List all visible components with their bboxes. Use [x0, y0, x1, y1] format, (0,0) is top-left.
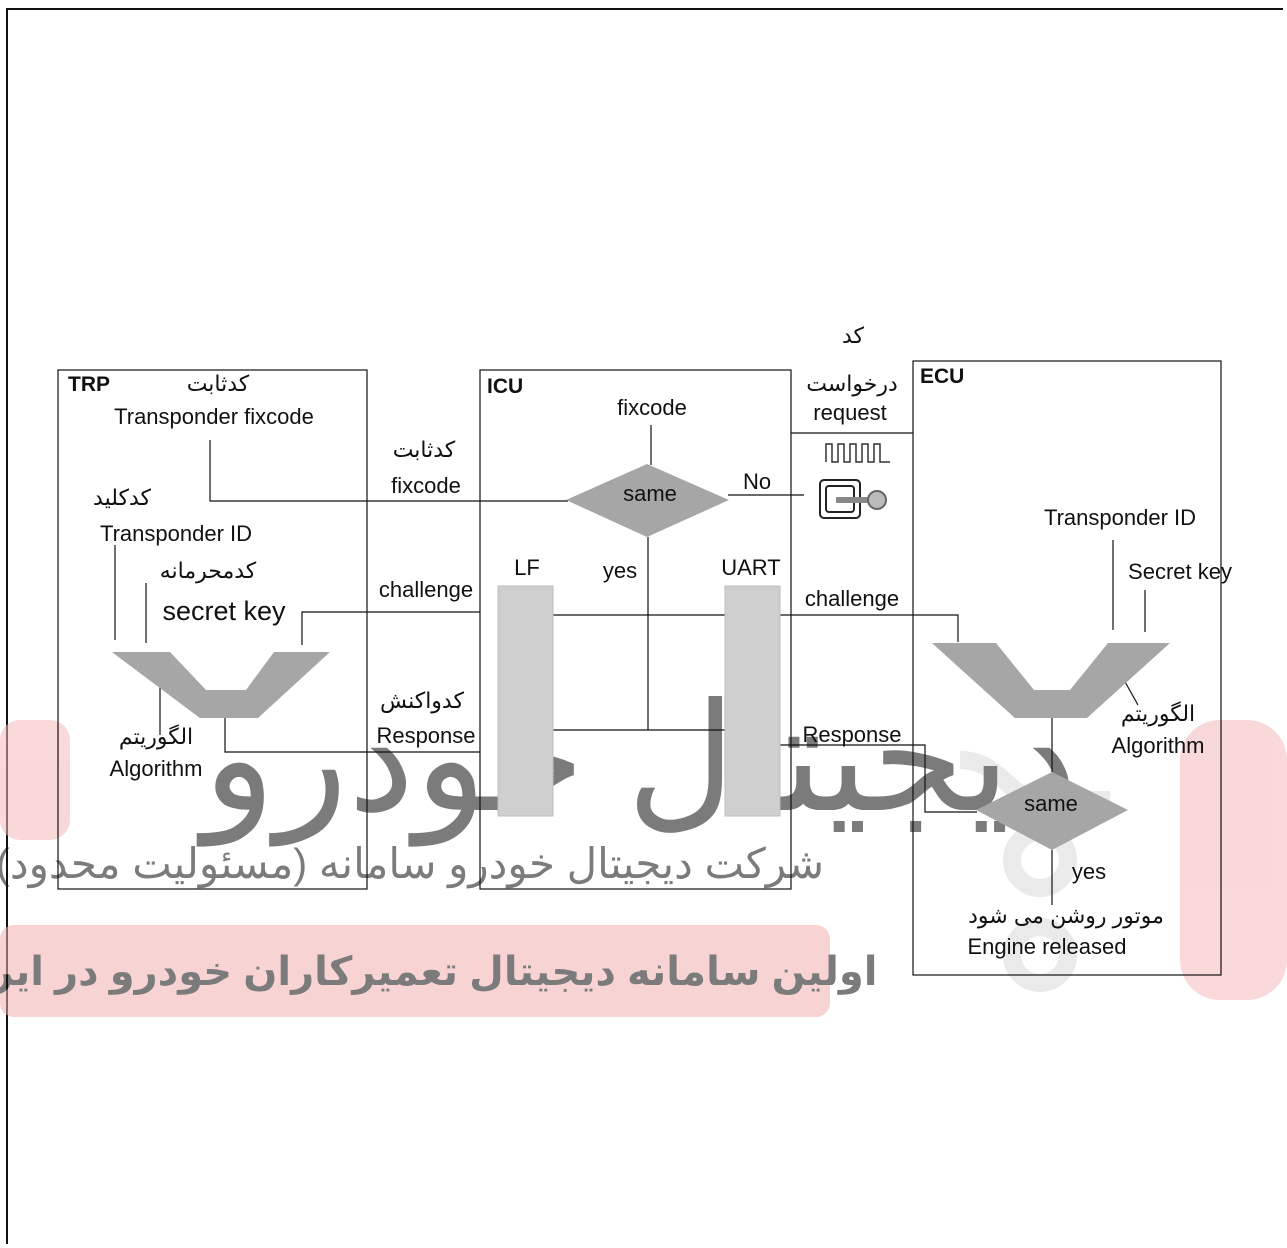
diagram-frame	[6, 8, 1283, 1244]
lf-bar	[497, 585, 554, 817]
link-challenge-left: challenge	[379, 577, 473, 602]
watermark-brand: دیجیتال خودرو	[196, 674, 1077, 847]
trp-secret-fa: کدمحرمانه	[160, 558, 257, 583]
connection-lines	[114, 425, 1146, 905]
trp-algorithm-fa: الگوریتم	[119, 724, 193, 750]
ecu-engine-en: Engine released	[967, 934, 1126, 959]
ecu-title: ECU	[920, 365, 964, 388]
icu-same-diamond	[566, 464, 729, 537]
link-request-fa-2: درخواست	[806, 371, 898, 396]
link-response-fa: کدواکنش	[380, 688, 464, 714]
link-fixcode-en: fixcode	[391, 473, 461, 498]
ecu-algorithm-en: Algorithm	[1112, 733, 1205, 758]
uart-label: UART	[721, 555, 781, 580]
ecu-transponder-id: Transponder ID	[1044, 505, 1196, 530]
icu-box	[479, 369, 792, 890]
ecu-same-label: same	[1024, 791, 1078, 816]
link-challenge-right: challenge	[805, 586, 899, 611]
watermark: دیجیتال خودرو شرکت دیجیتال خودرو سامانه …	[0, 674, 1287, 1017]
trp-fixcode-en: Transponder fixcode	[114, 404, 314, 429]
link-response-left: Response	[376, 723, 475, 748]
link-response-right: Response	[802, 722, 901, 747]
ecu-box	[912, 360, 1222, 976]
ecu-yes-label: yes	[1072, 859, 1106, 884]
icu-no-label: No	[743, 469, 771, 494]
trp-secret-en: secret key	[162, 596, 286, 626]
ecu-algorithm-fa: الگوریتم	[1121, 701, 1195, 727]
trp-title: TRP	[68, 373, 110, 396]
trp-algorithm-funnel-inner	[112, 652, 206, 718]
watermark-red-block-left	[0, 720, 70, 840]
watermark-red-block-right	[1180, 720, 1287, 1000]
watermark-company: شرکت دیجیتال خودرو سامانه (مسئولیت محدود…	[0, 840, 824, 888]
pulse-signal-icon	[825, 443, 890, 463]
link-request-fa-1: کد	[842, 323, 865, 348]
ecu-engine-fa: موتور روشن می شود	[968, 903, 1164, 928]
watermark-slogan: اولین سامانه دیجیتال تعمیرکاران خودرو در…	[0, 950, 877, 995]
trp-id-fa: کدکلید	[93, 485, 151, 510]
trp-fixcode-fa: کدثابت	[187, 371, 250, 396]
link-request-en: request	[813, 400, 886, 425]
link-fixcode-fa: کدثابت	[393, 437, 456, 462]
icu-title: ICU	[487, 375, 523, 398]
key-icon	[819, 479, 887, 519]
ecu-algorithm-funnel-inner	[932, 643, 1034, 718]
ecu-same-diamond	[976, 772, 1128, 850]
watermark-slogan-band	[0, 925, 830, 1017]
trp-box	[57, 369, 368, 890]
trp-id-en: Transponder ID	[100, 521, 252, 546]
lf-label: LF	[514, 555, 540, 580]
icu-same-label: same	[623, 481, 677, 506]
icu-fixcode: fixcode	[617, 395, 687, 420]
ecu-secret-key: Secret key	[1128, 559, 1232, 584]
icu-yes-label: yes	[603, 558, 637, 583]
uart-bar	[724, 585, 781, 817]
trp-algorithm-en: Algorithm	[110, 756, 203, 781]
